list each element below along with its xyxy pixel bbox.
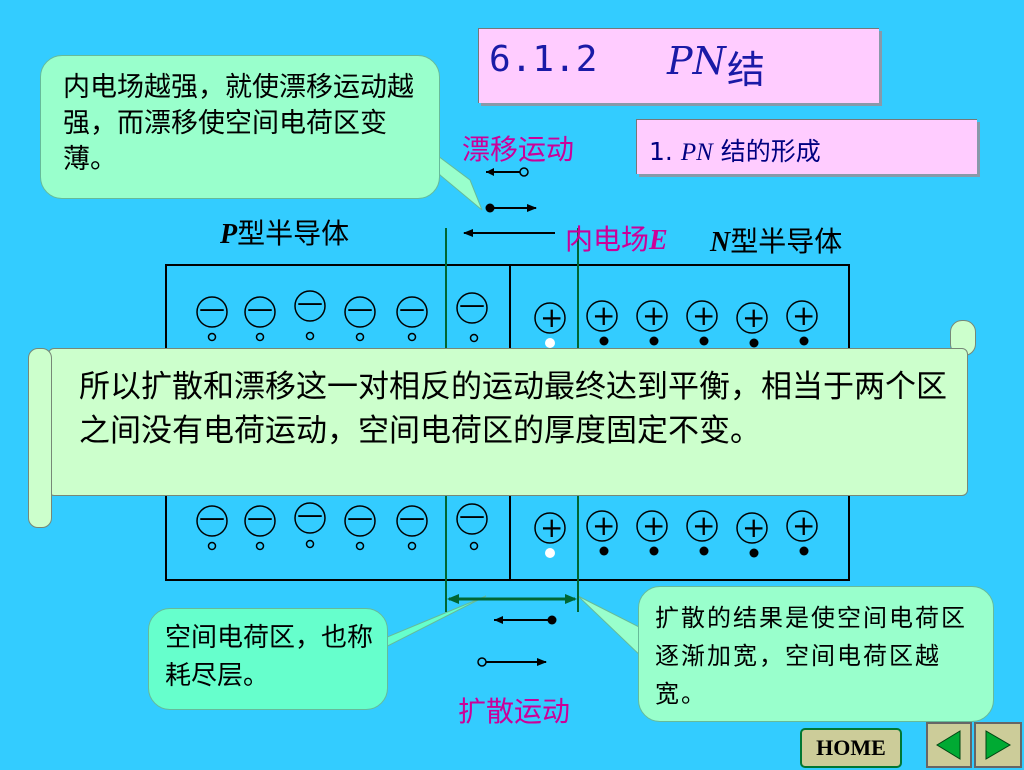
negative-sign: — xyxy=(247,294,273,324)
title-suffix: 结 xyxy=(727,48,766,92)
callout-drift-text: 内电场越强，就使漂移运动越强，而漂移使空间电荷区变薄。 xyxy=(63,72,414,175)
negative-sign: — xyxy=(199,503,225,533)
field-symbol: E xyxy=(649,225,668,256)
negative-ions-bottom xyxy=(196,502,488,551)
p-type-label: P型半导体 xyxy=(220,212,349,252)
negative-sign: — xyxy=(347,294,373,324)
negative-sign: — xyxy=(199,294,225,324)
next-arrow-icon xyxy=(985,730,1011,760)
n-type-text: 型半导体 xyxy=(730,225,843,258)
negative-sign: — xyxy=(297,288,323,318)
callout-tail-bottom-right xyxy=(577,595,646,662)
scroll-curl-left xyxy=(28,348,52,528)
prev-arrow-icon xyxy=(936,730,961,760)
callout-depletion-note: 空间电荷区，也称耗尽层。 xyxy=(148,608,388,710)
subtitle-box: 1. PN 结的形成 xyxy=(636,119,977,174)
positive-sign: + xyxy=(540,301,564,334)
positive-sign: + xyxy=(792,299,816,332)
scroll-body: 所以扩散和漂移这一对相反的运动最终达到平衡，相当于两个区之间没有电荷运动，空间电… xyxy=(48,348,968,496)
p-letter: P xyxy=(220,219,238,250)
positive-sign: + xyxy=(642,509,666,542)
positive-sign: + xyxy=(692,299,716,332)
callout-diffusion-note: 扩散的结果是使空间电荷区逐渐加宽，空间电荷区越宽。 xyxy=(638,586,994,722)
subtitle-pn: PN xyxy=(680,139,713,166)
prev-button[interactable] xyxy=(926,722,972,768)
negative-sign: — xyxy=(459,290,485,320)
negative-sign: — xyxy=(297,500,323,530)
positive-ions-top xyxy=(534,300,818,348)
n-type-label: N型半导体 xyxy=(710,220,842,260)
negative-sign: — xyxy=(247,503,273,533)
title-number: 6.1.2 xyxy=(489,39,598,80)
positive-sign: + xyxy=(642,299,666,332)
title-box: 6.1.2 PN 结 xyxy=(478,28,879,103)
positive-sign: + xyxy=(792,509,816,542)
p-type-text: 型半导体 xyxy=(237,217,350,250)
subtitle: 1. PN 结的形成 xyxy=(649,132,821,168)
callout-drift-note: 内电场越强，就使漂移运动越强，而漂移使空间电荷区变薄。 xyxy=(40,55,440,199)
negative-sign: — xyxy=(399,294,425,324)
drift-arrows xyxy=(485,167,537,213)
subtitle-text: 结的形成 xyxy=(720,137,821,166)
field-label-text: 内电场 xyxy=(565,223,650,256)
title-pn: PN xyxy=(667,39,726,83)
n-letter: N xyxy=(710,227,731,258)
callout-diffusion-text: 扩散的结果是使空间电荷区逐渐加宽，空间电荷区越宽。 xyxy=(655,604,967,708)
drift-label: 漂移运动 xyxy=(462,133,575,166)
field-label: 内电场E xyxy=(565,218,668,258)
subtitle-number: 1. xyxy=(649,137,673,166)
conclusion-scroll: 所以扩散和漂移这一对相反的运动最终达到平衡，相当于两个区之间没有电荷运动，空间电… xyxy=(28,320,976,528)
diffusion-arrows xyxy=(477,615,557,667)
next-button[interactable] xyxy=(974,722,1022,768)
positive-sign: + xyxy=(742,511,766,544)
positive-sign: + xyxy=(742,301,766,334)
diffusion-label: 扩散运动 xyxy=(458,695,571,728)
positive-ions-bottom xyxy=(534,510,818,558)
positive-sign: + xyxy=(592,509,616,542)
home-button[interactable]: HOME xyxy=(800,728,902,768)
negative-sign: — xyxy=(347,503,373,533)
negative-sign: — xyxy=(399,503,425,533)
negative-sign: — xyxy=(459,501,485,531)
positive-sign: + xyxy=(692,509,716,542)
negative-ions-top xyxy=(196,290,488,343)
positive-sign: + xyxy=(540,511,564,544)
positive-sign: + xyxy=(592,299,616,332)
callout-depletion-text: 空间电荷区，也称耗尽层。 xyxy=(165,623,374,691)
scroll-text: 所以扩散和漂移这一对相反的运动最终达到平衡，相当于两个区之间没有电荷运动，空间电… xyxy=(79,369,947,449)
